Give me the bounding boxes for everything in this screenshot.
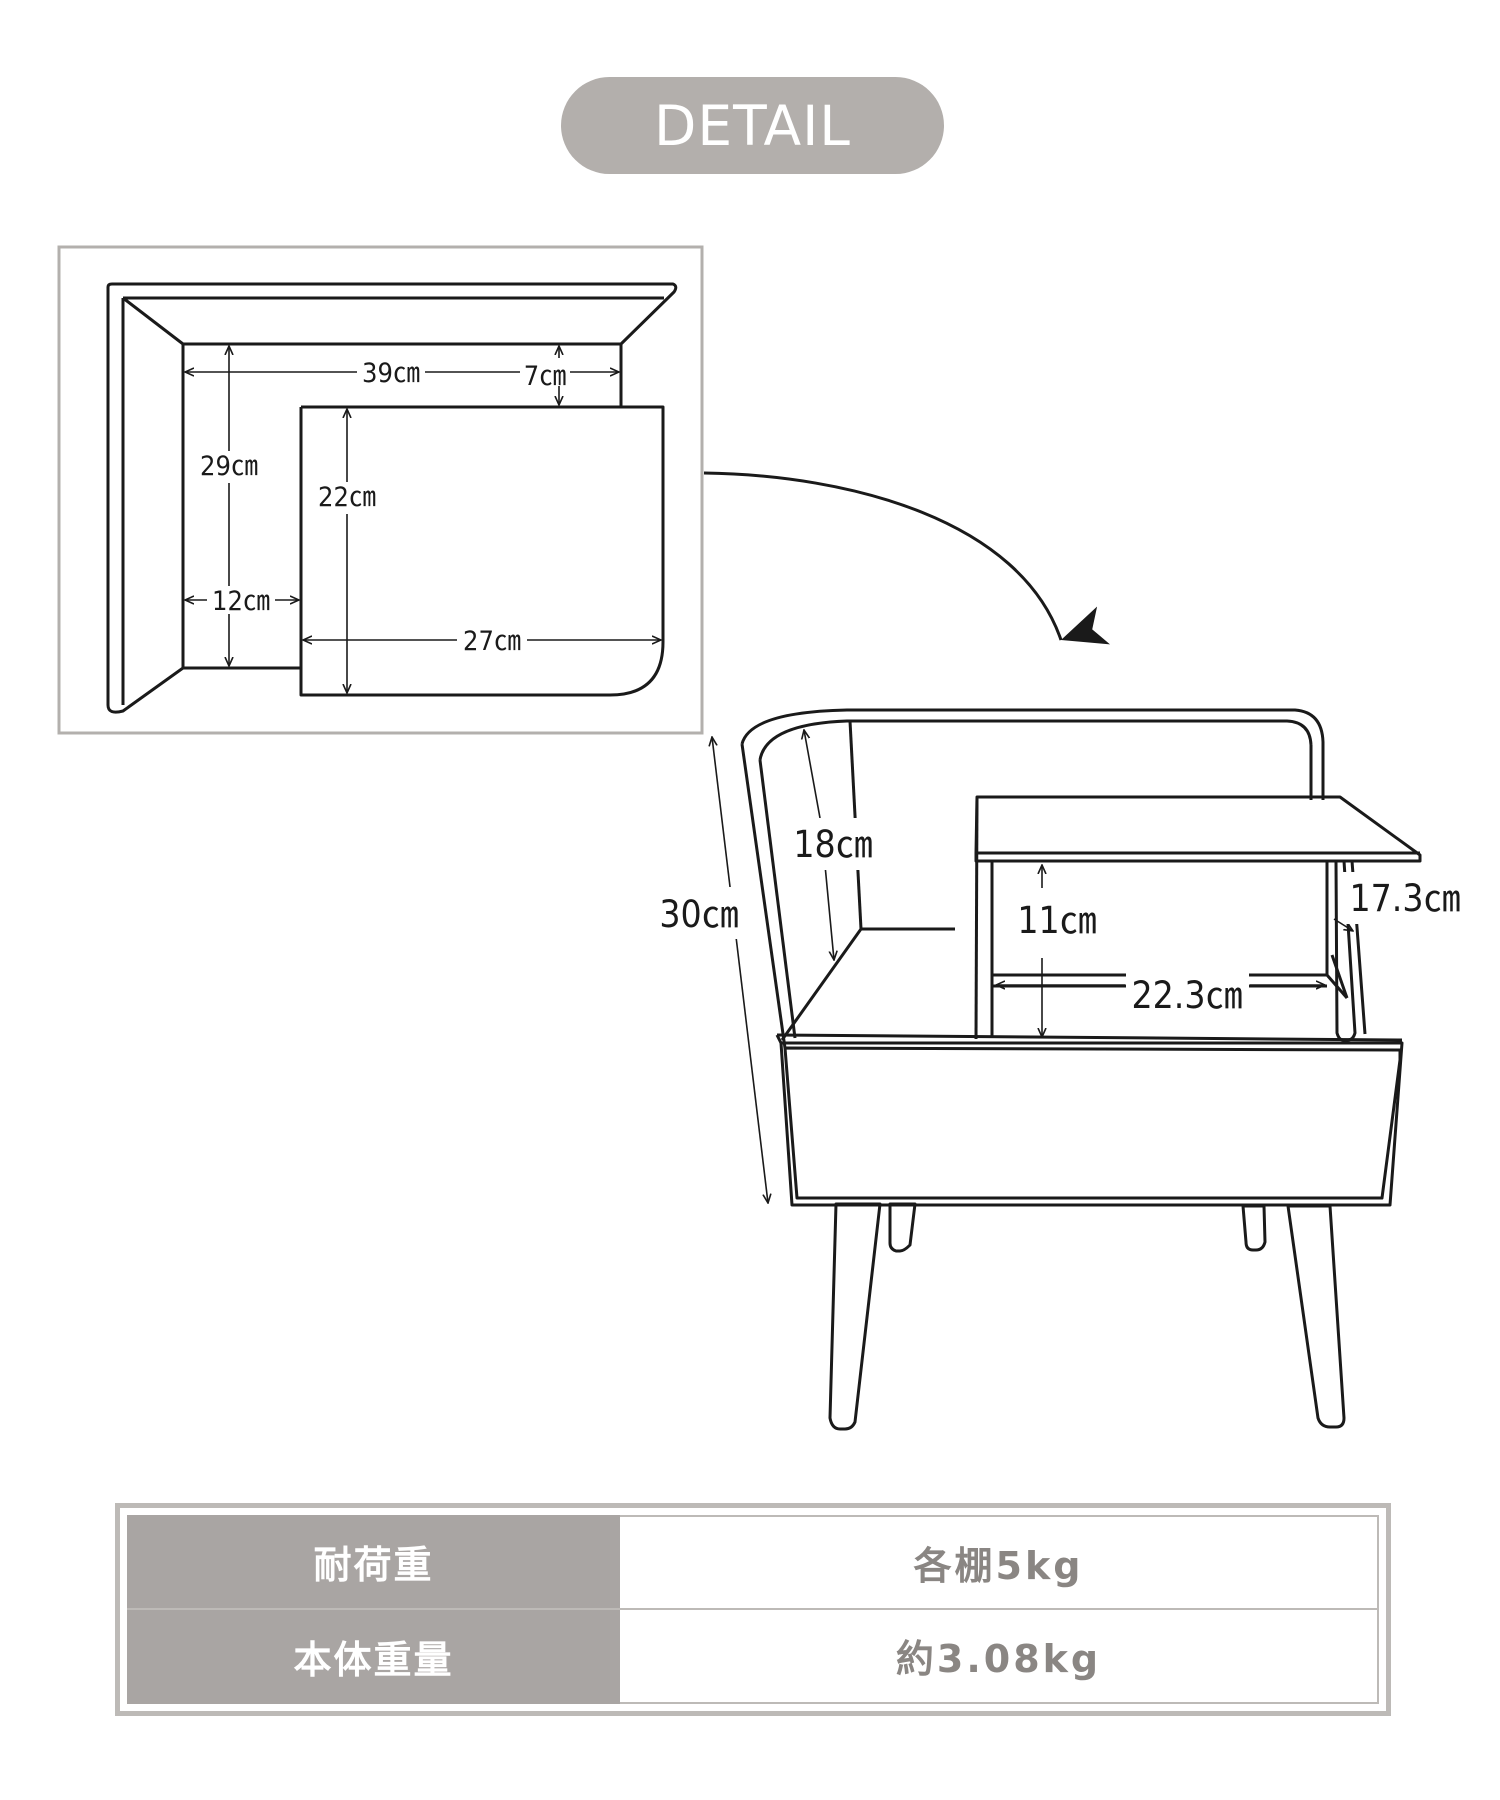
dim-17-3cm: 17.3㎝ [1349, 877, 1460, 920]
detail-frame [57, 245, 704, 735]
spec-label-body-weight: 本体重量 [127, 1609, 620, 1704]
isometric-view [740, 708, 1422, 1431]
front-left-leg [828, 1202, 882, 1431]
dim-7cm: 7㎝ [524, 361, 566, 392]
spec-value-load-capacity: 各棚5kg [620, 1515, 1379, 1610]
upper-shelf-outline [974, 795, 1422, 863]
dim-27cm: 27㎝ [463, 626, 521, 657]
dim-18cm: 18㎝ [793, 823, 872, 866]
dim-22-3cm: 22.3㎝ [1131, 974, 1242, 1017]
spec-table: 耐荷重 各棚5kg 本体重量 約3.08kg [115, 1503, 1391, 1716]
back-panel-outline [740, 708, 1325, 800]
back-left-leg [888, 1202, 917, 1253]
dim-12cm: 12㎝ [212, 586, 270, 617]
cabinet-front-box [779, 1041, 1404, 1207]
dim-11cm: 11㎝ [1017, 899, 1096, 942]
dim-39cm: 39㎝ [362, 358, 420, 389]
detail-title: DETAIL [654, 93, 851, 158]
back-right-leg [1241, 1204, 1267, 1252]
spec-label-load-capacity: 耐荷重 [127, 1515, 620, 1610]
front-right-leg [1286, 1204, 1346, 1429]
dim-22cm: 22㎝ [318, 482, 376, 513]
detail-title-badge: DETAIL [561, 77, 944, 174]
spec-value-body-weight: 約3.08kg [620, 1609, 1379, 1704]
dim-29cm: 29㎝ [200, 451, 258, 482]
outer-frame-outline [106, 282, 678, 714]
curved-pointer-arrow [703, 471, 1111, 645]
top-view-detail: 39㎝ 7㎝ 29㎝ 22㎝ 12㎝ 27㎝ [57, 245, 704, 735]
dim-30cm: 30㎝ [659, 893, 738, 936]
